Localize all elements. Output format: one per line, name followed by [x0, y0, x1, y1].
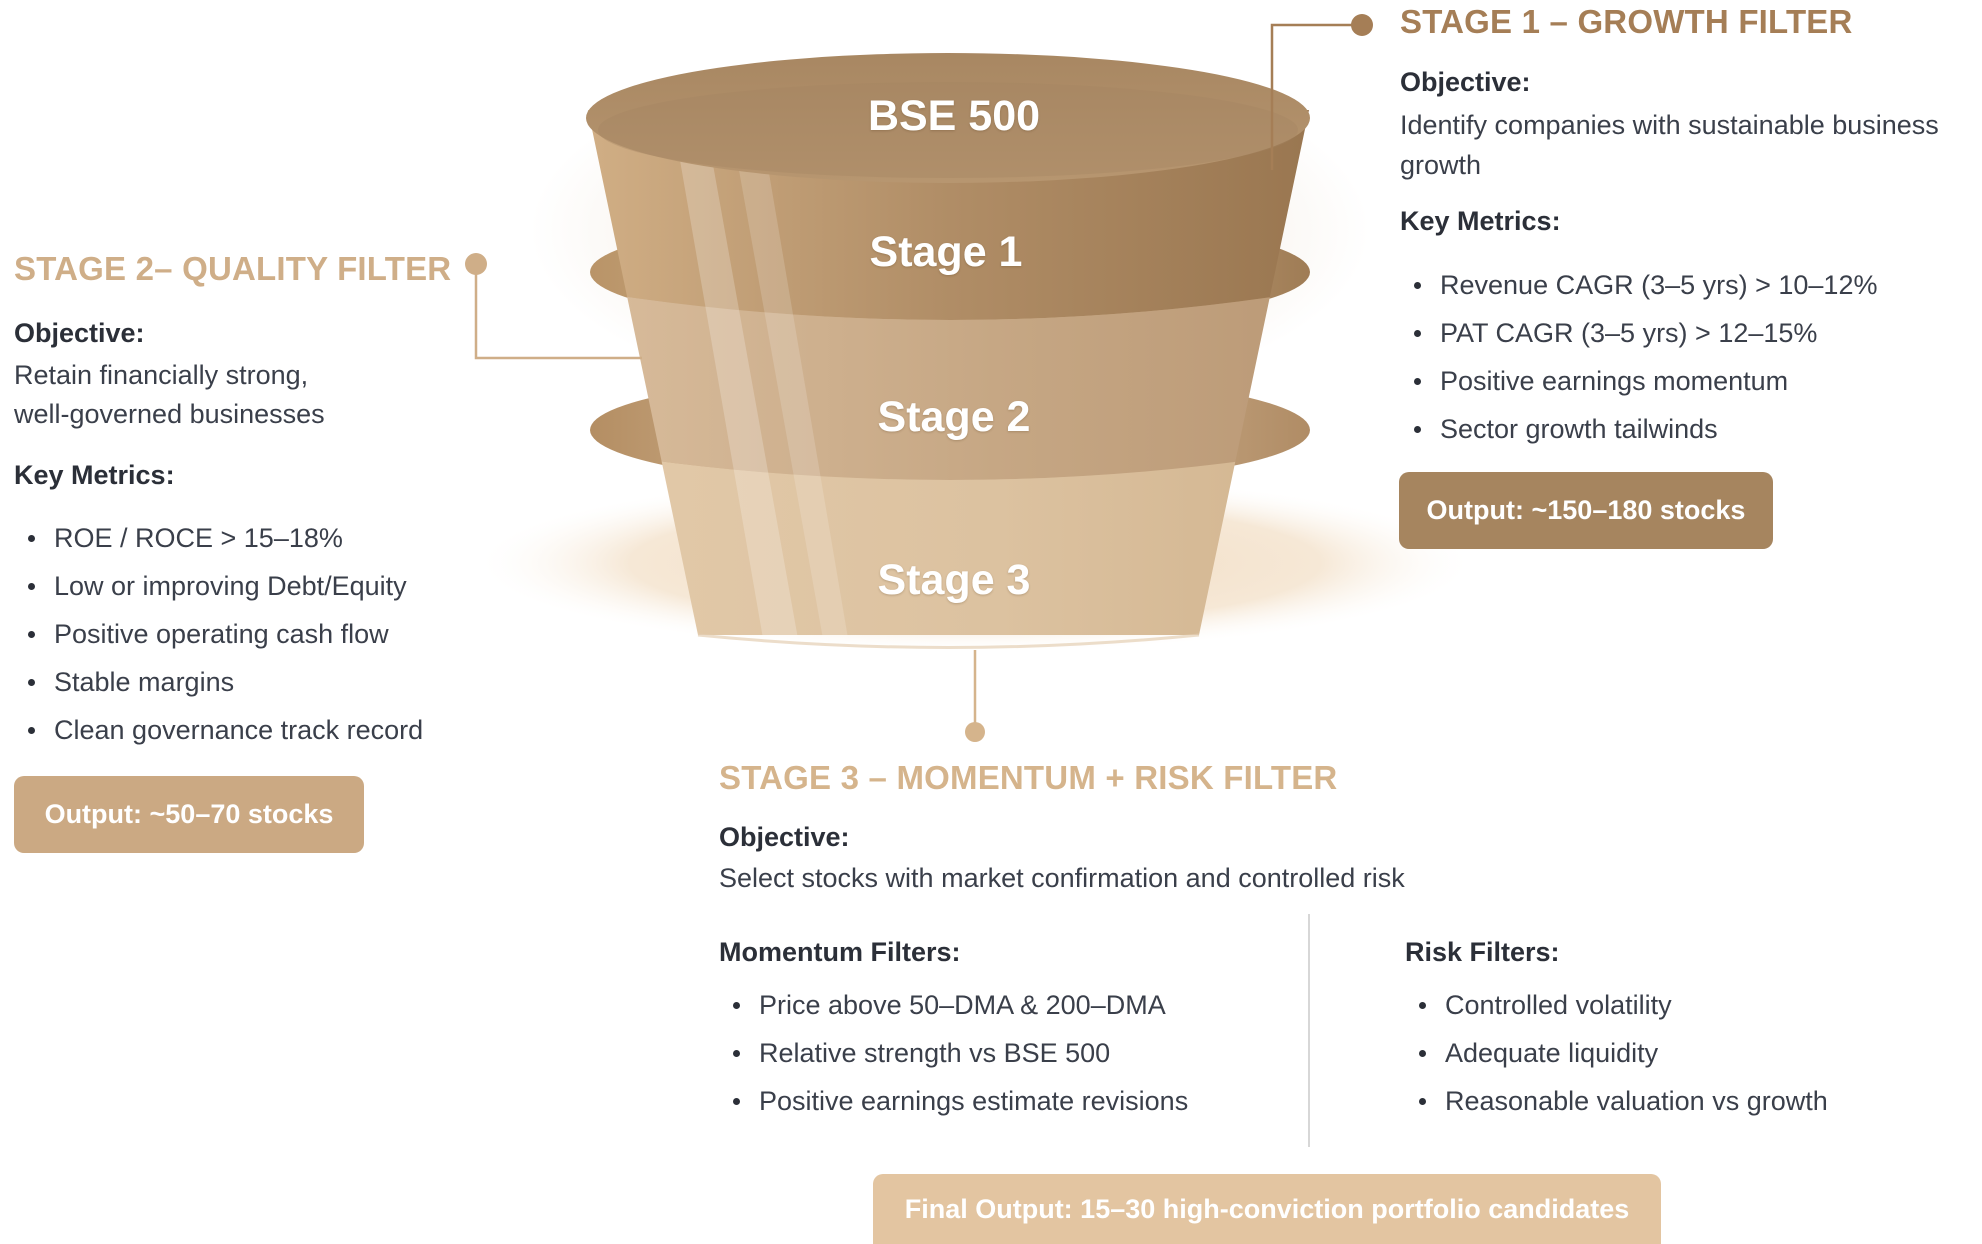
stage3-objective-label: Objective:	[719, 822, 850, 852]
risk-filters-label: Risk Filters:	[1405, 937, 1560, 967]
list-item: PAT CAGR (3–5 yrs) > 12–15%	[1400, 309, 1877, 357]
stage3-objective-text: Select stocks with market confirmation a…	[719, 863, 1405, 893]
list-item: Reasonable valuation vs growth	[1405, 1077, 1828, 1125]
list-item: Positive earnings momentum	[1400, 357, 1877, 405]
stage1-objective-line1: Identify companies with sustainable busi…	[1400, 110, 1939, 140]
stage1-metrics-label: Key Metrics:	[1400, 206, 1561, 236]
stage3-band	[588, 435, 1309, 635]
stage3-heading: STAGE 3 – MOMENTUM + RISK FILTER	[719, 759, 1338, 796]
stage2-output-badge: Output: ~50–70 stocks	[14, 776, 364, 853]
funnel-stage3-label: Stage 3	[877, 556, 1031, 604]
stage2-metrics-label: Key Metrics:	[14, 460, 175, 490]
stage1-output-badge: Output: ~150–180 stocks	[1399, 472, 1773, 549]
funnel-stage2-label: Stage 2	[877, 393, 1031, 441]
highlight-streak	[673, 120, 800, 635]
stage2-objective-line2: well-governed businesses	[14, 399, 325, 429]
list-item: Price above 50–DMA & 200–DMA	[719, 981, 1188, 1029]
list-item: Positive operating cash flow	[14, 610, 423, 658]
list-item: Adequate liquidity	[1405, 1029, 1828, 1077]
funnel-top-cap-shade	[598, 82, 1298, 178]
stage1-metrics-list: Revenue CAGR (3–5 yrs) > 10–12% PAT CAGR…	[1400, 261, 1877, 453]
funnel-top-label: BSE 500	[867, 92, 1041, 140]
final-output-badge: Final Output: 15–30 high-conviction port…	[873, 1174, 1661, 1244]
list-item: Stable margins	[14, 658, 423, 706]
funnel-bottom-rim	[697, 633, 1200, 649]
stage1-objective-line2: growth	[1400, 150, 1482, 180]
funnel-top-cap	[586, 53, 1310, 183]
stage1-connector	[1270, 14, 1373, 170]
list-item: Relative strength vs BSE 500	[719, 1029, 1188, 1077]
list-item: Positive earnings estimate revisions	[719, 1077, 1188, 1125]
list-item: Clean governance track record	[14, 706, 423, 754]
list-item: ROE / ROCE > 15–18%	[14, 514, 423, 562]
stage2-objective-line1: Retain financially strong,	[14, 360, 309, 390]
stage1-objective-label: Objective:	[1400, 67, 1531, 97]
stage2-metrics-list: ROE / ROCE > 15–18% Low or improving Deb…	[14, 514, 423, 754]
list-item: Revenue CAGR (3–5 yrs) > 10–12%	[1400, 261, 1877, 309]
stage2-heading: STAGE 2– QUALITY FILTER	[14, 250, 452, 287]
stage2-objective-label: Objective:	[14, 318, 145, 348]
stage1-heading: STAGE 1 – GROWTH FILTER	[1400, 3, 1853, 40]
stage2-connector	[465, 253, 642, 360]
stage2-band	[588, 275, 1309, 480]
momentum-filters-list: Price above 50–DMA & 200–DMA Relative st…	[719, 981, 1188, 1125]
risk-filters-list: Controlled volatility Adequate liquidity…	[1405, 981, 1828, 1125]
momentum-filters-label: Momentum Filters:	[719, 937, 961, 967]
funnel-stage1-label: Stage 1	[869, 228, 1023, 276]
list-item: Low or improving Debt/Equity	[14, 562, 423, 610]
list-item: Controlled volatility	[1405, 981, 1828, 1029]
highlight-streak	[730, 120, 850, 635]
stage3-connector	[965, 650, 985, 742]
list-item: Sector growth tailwinds	[1400, 405, 1877, 453]
